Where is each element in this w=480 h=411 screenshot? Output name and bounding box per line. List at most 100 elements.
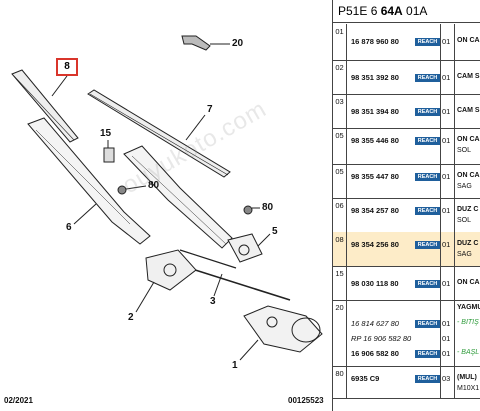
- panel-title: P51E 6 64A 01A: [333, 0, 480, 23]
- part-description: DÜZ C: [457, 240, 479, 247]
- column-divider: [440, 232, 441, 266]
- part-description: SAĞ: [457, 183, 472, 190]
- row-index: 20: [333, 300, 347, 366]
- column-divider: [454, 60, 455, 94]
- part-reference[interactable]: 98 355 446 80: [351, 136, 399, 145]
- column-divider: [440, 94, 441, 128]
- row-index: 06: [333, 198, 347, 232]
- part-reference[interactable]: 98 351 394 80: [351, 107, 399, 116]
- highlighted-part-callout[interactable]: 8: [56, 58, 78, 76]
- quantity: 01: [442, 107, 451, 116]
- callout-3[interactable]: 3: [210, 296, 216, 307]
- quantity: 01: [442, 136, 451, 145]
- row-index: 01: [333, 24, 347, 60]
- quantity: 01: [442, 172, 451, 181]
- part-description: M10X1: [457, 385, 480, 392]
- part-description: ÖN CA: [457, 279, 480, 286]
- row-index: 15: [333, 266, 347, 300]
- part-reference[interactable]: RP 16 906 582 80: [351, 334, 412, 343]
- callout-2[interactable]: 2: [128, 312, 134, 323]
- column-divider: [440, 300, 441, 366]
- footer-code: 00125523: [288, 396, 324, 405]
- reach-badge: REACH: [415, 375, 440, 383]
- column-divider: [454, 128, 455, 164]
- column-divider: [454, 198, 455, 232]
- reach-badge: REACH: [415, 350, 440, 358]
- part-description: SOL: [457, 217, 472, 224]
- part-description: SOL: [457, 147, 472, 154]
- callout-7[interactable]: 7: [207, 104, 213, 115]
- part-reference[interactable]: 16 814 627 80: [351, 319, 399, 328]
- callout-80[interactable]: 80: [148, 180, 160, 191]
- part-reference[interactable]: 98 354 257 80: [351, 206, 399, 215]
- column-divider: [454, 94, 455, 128]
- quantity: 01: [442, 37, 451, 46]
- part-description: DÜZ C: [457, 206, 479, 213]
- part-description: ÖN CA: [457, 172, 480, 179]
- column-divider: [454, 266, 455, 300]
- wiper-system-drawing: [11, 35, 323, 361]
- column-divider: [454, 366, 455, 398]
- part-reference[interactable]: 98 354 256 80: [351, 240, 399, 249]
- part-reference[interactable]: 98 355 447 80: [351, 172, 399, 181]
- callout-1[interactable]: 1: [232, 360, 238, 371]
- wiper-motor-1: [243, 305, 323, 353]
- reach-badge: REACH: [415, 108, 440, 116]
- column-divider: [440, 24, 441, 60]
- part-description: - BİTİŞ: [457, 319, 479, 326]
- row-index: 80: [333, 366, 347, 398]
- column-divider: [454, 24, 455, 60]
- quantity: 01: [442, 73, 451, 82]
- quantity: 01: [442, 206, 451, 215]
- part-description: - BAŞL: [457, 349, 480, 356]
- part-reference[interactable]: 98 030 118 80: [351, 279, 399, 288]
- column-divider: [440, 366, 441, 398]
- column-divider: [440, 266, 441, 300]
- reach-badge: REACH: [415, 74, 440, 82]
- quantity: 03: [442, 374, 451, 383]
- column-divider: [440, 60, 441, 94]
- reach-badge: REACH: [415, 207, 440, 215]
- part-reference[interactable]: 16 878 960 80: [351, 37, 399, 46]
- callout-20[interactable]: 20: [232, 38, 244, 49]
- callout-15[interactable]: 15: [100, 128, 112, 139]
- callout-5[interactable]: 5: [272, 226, 278, 237]
- column-divider: [454, 164, 455, 198]
- callout-6[interactable]: 6: [66, 222, 72, 233]
- quantity: 01: [442, 240, 451, 249]
- callout-80[interactable]: 80: [262, 202, 274, 213]
- part-reference[interactable]: 16 906 582 80: [351, 349, 399, 358]
- part-description: SAĞ: [457, 251, 472, 258]
- column-divider: [440, 128, 441, 164]
- column-divider: [440, 198, 441, 232]
- quantity: 01: [442, 349, 451, 358]
- wiper-arm-6: [27, 117, 151, 245]
- column-divider: [440, 164, 441, 198]
- part-description: CAM S: [457, 107, 480, 114]
- footer-date: 02/2021: [4, 396, 33, 405]
- wiper-blade-8: [11, 69, 79, 143]
- part-reference[interactable]: 98 351 392 80: [351, 73, 399, 82]
- part-description: (MUL): [457, 374, 477, 381]
- column-divider: [454, 300, 455, 366]
- reach-badge: REACH: [415, 38, 440, 46]
- part-description: ÖN CA: [457, 37, 480, 44]
- quantity: 01: [442, 279, 451, 288]
- row-index: 05: [333, 128, 347, 164]
- title-prefix: P51E 6: [338, 4, 381, 18]
- reach-badge: REACH: [415, 137, 440, 145]
- part-reference[interactable]: 6935 C9: [351, 374, 380, 383]
- title-suffix: 01A: [402, 4, 428, 18]
- part-description: CAM S: [457, 73, 480, 80]
- pivot-2: [145, 249, 197, 291]
